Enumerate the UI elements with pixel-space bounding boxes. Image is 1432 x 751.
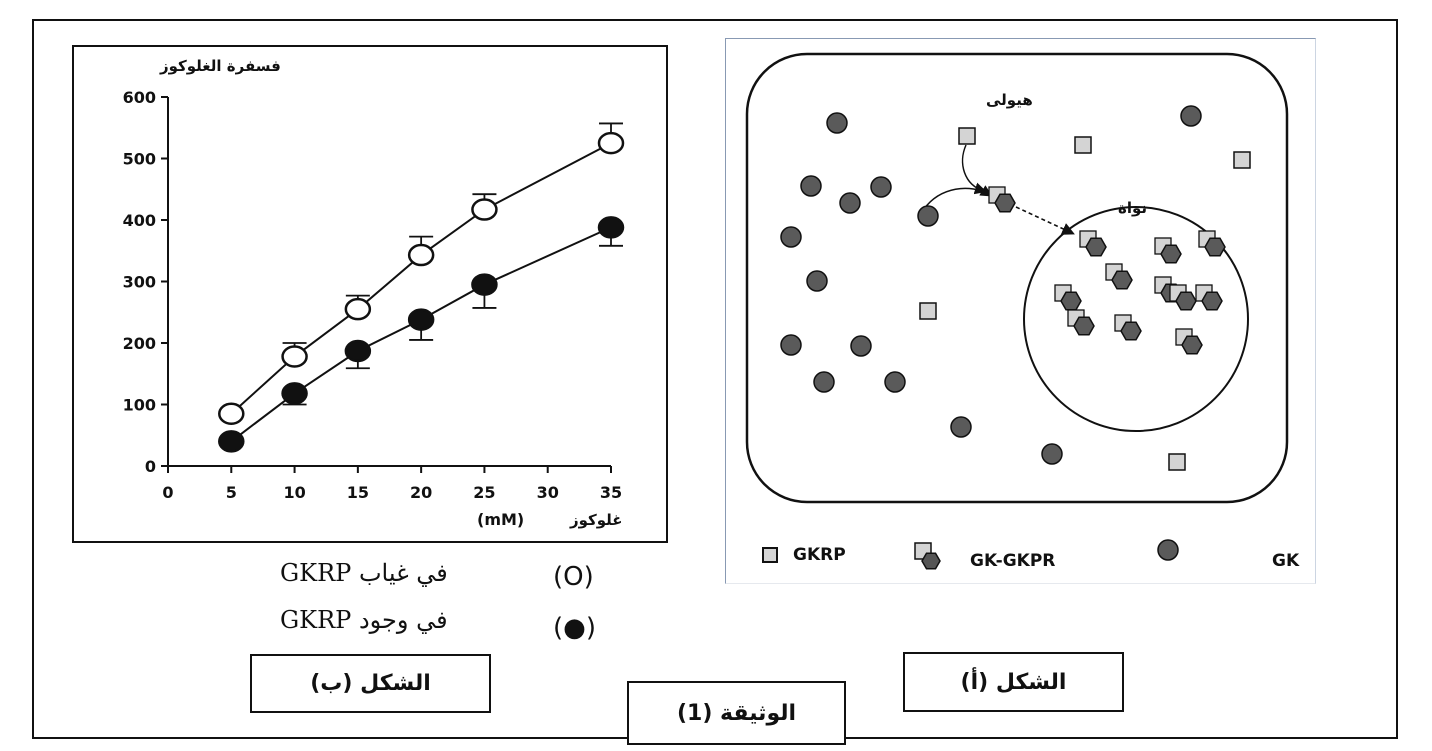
gk-enzyme (806, 270, 828, 292)
figure-a-caption: الشكل (أ) (903, 652, 1124, 712)
gk-legend-icon (1157, 539, 1179, 561)
gk-enzyme (917, 205, 939, 227)
chart-y-tick-label: 200 (123, 334, 156, 353)
legend-present-marker: (●) (553, 613, 596, 643)
figure-b-caption: الشكل (ب) (250, 654, 491, 713)
chart-x-tick-label: 5 (226, 483, 237, 502)
complex-legend-label: GK-GKPR (970, 551, 1056, 571)
chart-point (597, 131, 625, 155)
chart-point (597, 216, 625, 239)
chart-point (471, 198, 498, 221)
chart-y-tick-label: 400 (123, 211, 156, 230)
gkrp-to-complex-arrow (961, 144, 987, 195)
chart-point (218, 402, 245, 425)
gk-gkrp-complex (1175, 328, 1203, 355)
gk-gkrp-complex (1195, 284, 1223, 311)
chart-x-tick-label: 20 (410, 483, 432, 502)
cell-membrane (745, 52, 1289, 504)
chart-point (218, 430, 245, 453)
chart-series-line (230, 226, 612, 443)
chart-frame (72, 45, 668, 543)
gk-enzyme (884, 371, 906, 393)
complex-legend-icon (914, 542, 941, 570)
gk-enzyme (826, 112, 848, 134)
gkrp-protein (919, 302, 937, 320)
gk-gkrp-complex (1169, 284, 1197, 311)
gk-enzyme (850, 335, 872, 357)
legend-absent-gkrp: في غياب GKRP (280, 559, 448, 587)
chart-point (471, 273, 498, 296)
chart-point (407, 308, 435, 331)
cell-diagram: هيولى نواة (745, 52, 1289, 504)
chart-x-label-text: غلوكوز (569, 511, 623, 529)
gkrp-legend-label: GKRP (793, 545, 846, 565)
chart-point (407, 243, 435, 267)
document-title: الوثيقة (1) (627, 681, 846, 745)
gk-to-complex-arrow (923, 185, 993, 210)
gk-gkrp-complex (1067, 309, 1095, 336)
cytoplasm-label: هيولى (986, 91, 1033, 109)
gk-enzyme (780, 334, 802, 356)
gk-gkrp-complex (1105, 263, 1133, 290)
complex-into-nucleus-arrow (1015, 206, 1075, 235)
chart-x-tick-label: 10 (283, 483, 305, 502)
gk-legend-label: GK (1272, 551, 1300, 571)
chart-x-label-unit: (mM) (477, 510, 524, 529)
legend-absent-marker: (O) (553, 562, 594, 592)
chart-x-tick-label: 0 (162, 483, 173, 502)
gkrp-legend-icon (762, 547, 778, 563)
gk-gkrp-complex (1198, 230, 1226, 257)
gk-gkrp-complex (1079, 230, 1107, 257)
chart-y-tick-label: 500 (123, 150, 156, 169)
chart-y-tick-label: 300 (123, 273, 156, 292)
chart-point (281, 382, 308, 405)
gk-enzyme (1180, 105, 1202, 127)
gk-gkrp-complex (1154, 237, 1182, 264)
chart-point (344, 297, 372, 321)
gkrp-protein (1233, 151, 1251, 169)
chart-y-label: فسفرة الغلوكوز (159, 57, 281, 75)
glucose-phosphorylation-chart: 0 100 200 300 400 500 600 0 5 10 15 20 25 30 35 فسفرة … (123, 57, 625, 529)
chart-x-tick-label: 30 (537, 483, 559, 502)
gk-enzyme (839, 192, 861, 214)
chart-x-tick-label: 25 (473, 483, 495, 502)
chart-x-tick-label: 35 (600, 483, 622, 502)
gkrp-protein (1168, 453, 1186, 471)
chart-point (344, 339, 372, 363)
gk-gkrp-complex (1054, 284, 1082, 311)
gk-enzyme (870, 176, 892, 198)
gkrp-protein (1074, 136, 1092, 154)
gkrp-protein (958, 127, 976, 145)
cell-panel-frame (725, 38, 1316, 584)
gk-enzyme (813, 371, 835, 393)
chart-y-tick-label: 100 (123, 396, 156, 415)
chart-x-tick-label: 15 (347, 483, 369, 502)
gk-enzyme (1041, 443, 1063, 465)
chart-series-line (230, 142, 612, 415)
gk-enzyme (780, 226, 802, 248)
legend-present-gkrp: في وجود GKRP (280, 606, 448, 634)
chart-y-tick-label: 0 (145, 457, 156, 476)
nucleus-label: نواة (1118, 199, 1147, 217)
chart-y-tick-label: 600 (123, 88, 156, 107)
gk-gkrp-complex (1114, 314, 1142, 341)
nucleus (1023, 206, 1249, 432)
gk-gkrp-complex (988, 186, 1016, 213)
chart-point (281, 345, 308, 368)
gk-enzyme (950, 416, 972, 438)
gk-enzyme (800, 175, 822, 197)
